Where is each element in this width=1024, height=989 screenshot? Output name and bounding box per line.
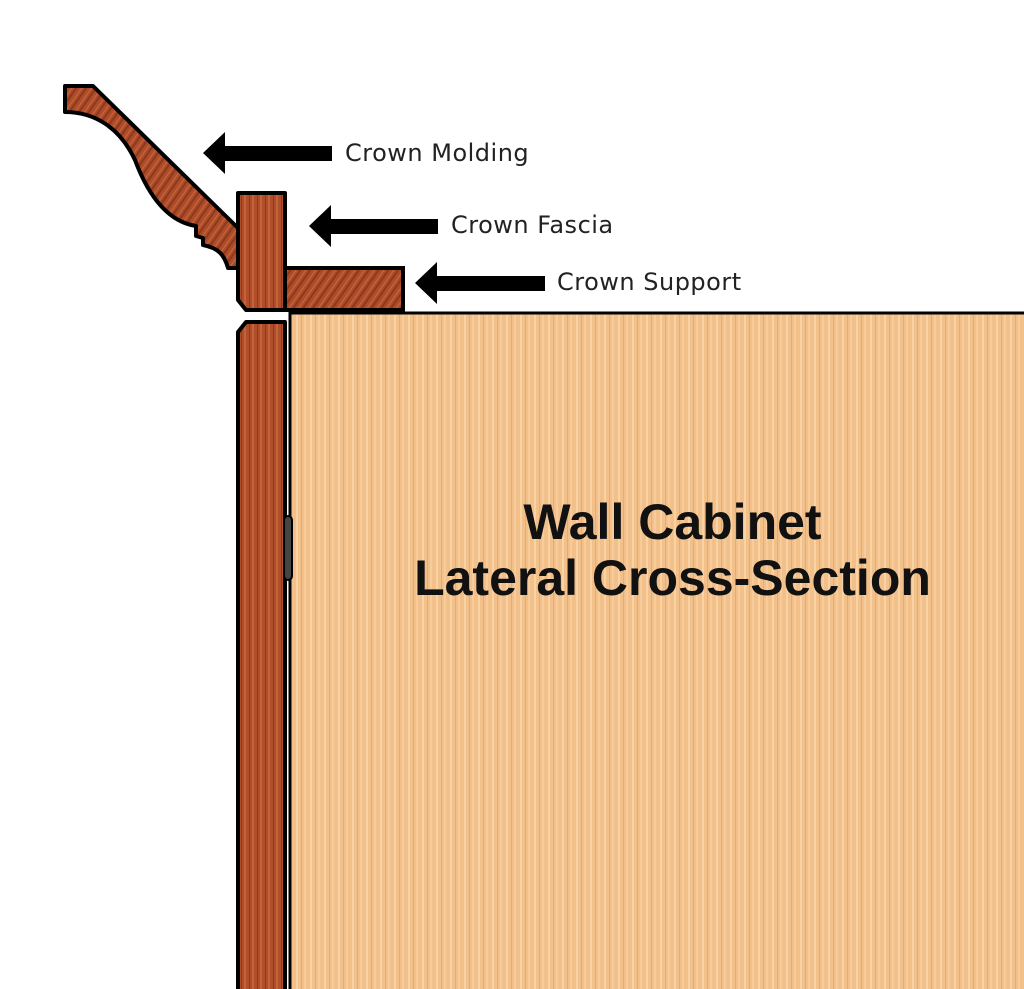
arrow-crown-fascia <box>309 205 438 247</box>
title-line-2: Lateral Cross-Section <box>414 550 931 606</box>
title-line-1: Wall Cabinet <box>523 494 822 550</box>
crown-fascia <box>236 191 287 312</box>
label-crown-support: Crown Support <box>557 268 742 296</box>
hinge <box>283 515 293 581</box>
crown-support <box>283 266 405 312</box>
arrow-crown-molding <box>203 132 332 174</box>
cabinet-door <box>236 320 287 989</box>
arrow-crown-support <box>415 262 545 304</box>
diagram-title: Wall Cabinet Lateral Cross-Section <box>340 494 1005 606</box>
crown-molding <box>63 84 242 270</box>
label-crown-fascia: Crown Fascia <box>451 211 614 239</box>
cabinet-side-panel <box>288 311 1024 989</box>
label-crown-molding: Crown Molding <box>345 139 530 167</box>
